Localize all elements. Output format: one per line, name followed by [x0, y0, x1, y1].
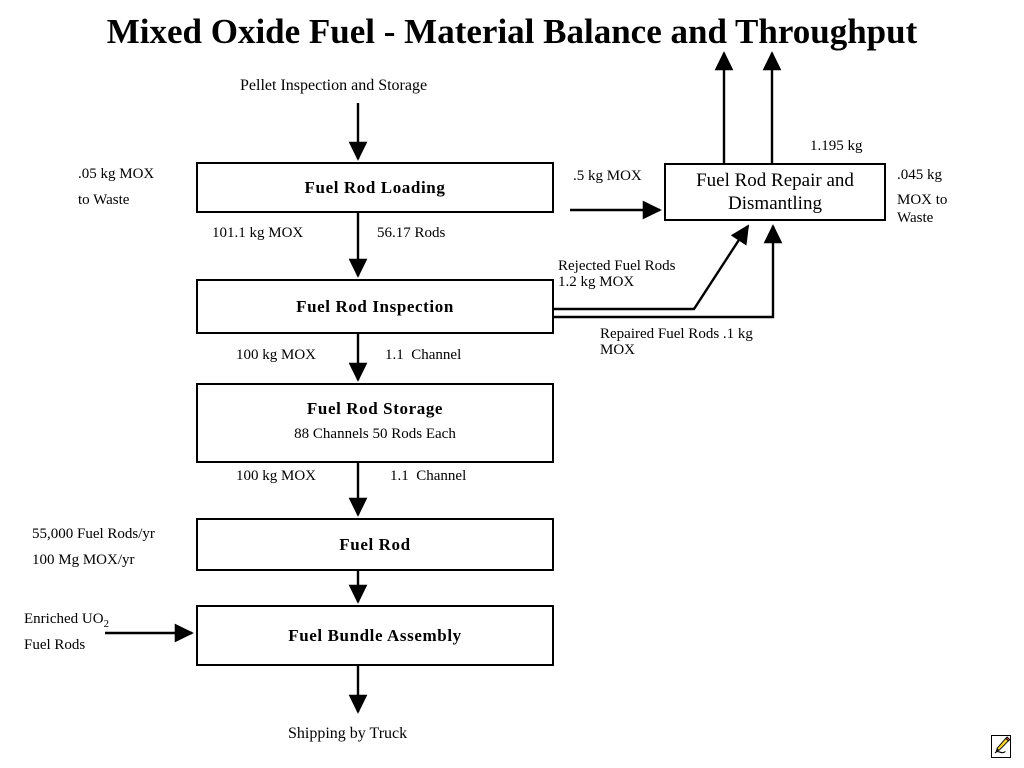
box-fuel-rod-loading[interactable]: Fuel Rod Loading — [196, 162, 554, 213]
label-annual-mox: 100 Mg MOX/yr — [32, 552, 135, 568]
box-fuel-rod-repair-title: Fuel Rod Repair and — [696, 169, 854, 191]
label-loading-out-mass: 101.1 kg MOX — [212, 225, 304, 241]
box-fuel-rod-repair-title-line2: Dismantling — [728, 192, 822, 214]
label-inspection-out-mass: 100 kg MOX — [236, 347, 317, 363]
box-fuel-rod-storage-title: Fuel Rod Storage — [306, 398, 444, 418]
node-shipping-by-truck: Shipping by Truck — [288, 725, 408, 742]
box-fuel-rod-inspection-title: Fuel Rod Inspection — [296, 296, 454, 316]
label-enriched-uo2-subscript: 2 — [103, 618, 109, 630]
label-rejected-fuel-rods-line2: 1.2 kg MOX — [558, 274, 635, 290]
label-rejected-fuel-rods-line1: Rejected Fuel Rods — [558, 258, 676, 274]
label-repair-waste-line2: MOX to — [897, 192, 948, 208]
label-loading-to-repair: .5 kg MOX — [573, 168, 642, 184]
node-pellet-inspection-storage: Pellet Inspection and Storage — [240, 77, 428, 94]
box-fuel-rod[interactable]: Fuel Rod — [196, 518, 554, 571]
label-repair-vent-mass: 1.195 kg — [810, 138, 863, 154]
label-loading-waste-line1: .05 kg MOX — [78, 166, 155, 182]
label-uo2-fuel-rods: Fuel Rods — [24, 637, 86, 653]
label-storage-out-channel: 1.1 Channel — [390, 468, 467, 484]
label-repaired-fuel-rods-line2: MOX — [600, 342, 636, 358]
label-loading-out-rods: 56.17 Rods — [377, 225, 446, 241]
label-inspection-out-channel: 1.1 Channel — [385, 347, 462, 363]
box-fuel-rod-title: Fuel Rod — [339, 534, 411, 554]
label-enriched-uo2: Enriched UO2 — [24, 609, 109, 633]
box-fuel-rod-repair[interactable]: Fuel Rod Repair and Dismantling — [664, 163, 886, 221]
label-loading-waste-line2: to Waste — [78, 192, 130, 208]
box-fuel-rod-storage-subtitle: 88 Channels 50 Rods Each — [294, 426, 456, 443]
label-annual-rods: 55,000 Fuel Rods/yr — [32, 526, 155, 542]
page-title: Mixed Oxide Fuel - Material Balance and … — [106, 12, 918, 51]
label-storage-out-mass: 100 kg MOX — [236, 468, 317, 484]
box-fuel-rod-storage[interactable]: Fuel Rod Storage 88 Channels 50 Rods Eac… — [196, 383, 554, 463]
label-repair-waste-line1: .045 kg — [897, 167, 942, 183]
box-fuel-rod-inspection[interactable]: Fuel Rod Inspection — [196, 279, 554, 334]
box-fuel-rod-loading-title: Fuel Rod Loading — [304, 177, 446, 197]
pencil-edit-icon[interactable] — [986, 732, 1016, 762]
box-fuel-bundle-assembly[interactable]: Fuel Bundle Assembly — [196, 605, 554, 666]
label-repaired-fuel-rods-line1: Repaired Fuel Rods .1 kg — [600, 326, 753, 342]
box-fuel-bundle-assembly-title: Fuel Bundle Assembly — [288, 625, 462, 645]
label-enriched-uo2-text: Enriched UO — [24, 611, 104, 627]
label-repair-waste-line3: Waste — [897, 210, 934, 226]
